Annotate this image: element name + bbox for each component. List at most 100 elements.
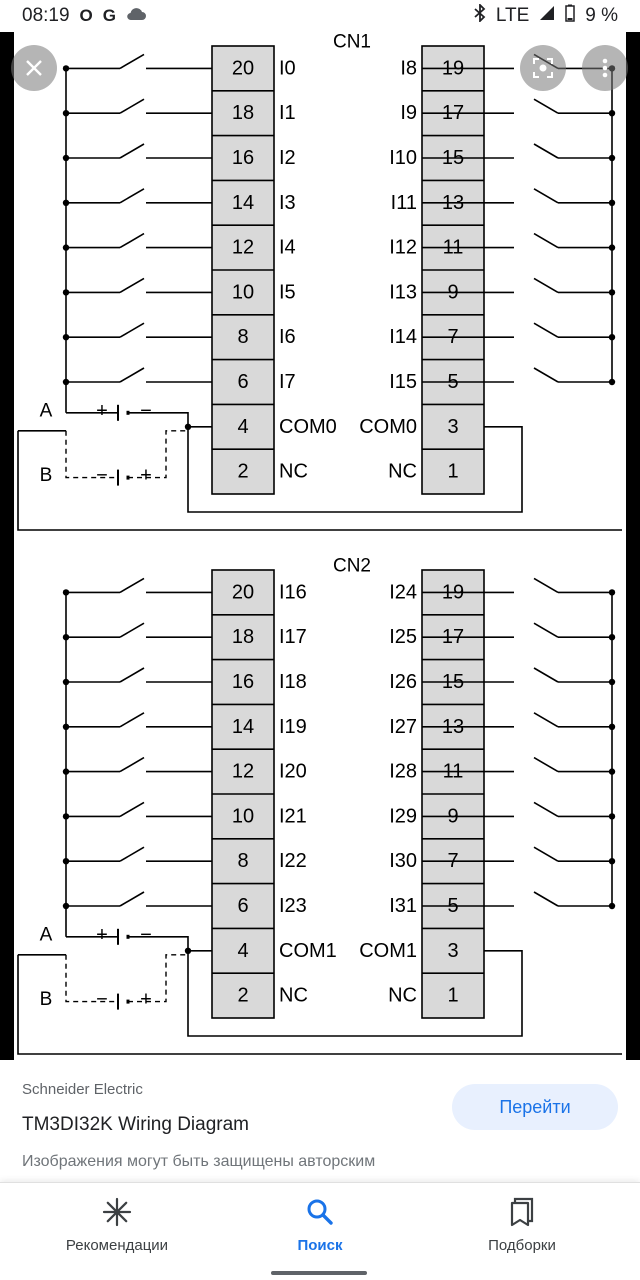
signal-label: I26 [389, 671, 417, 693]
signal-label: I2 [279, 147, 296, 169]
com-link-loop [187, 949, 523, 1037]
pin-number: 6 [237, 371, 248, 393]
more-options-button[interactable] [582, 45, 628, 91]
input-switch-right-blade [533, 891, 559, 907]
input-switch-right-blade [533, 622, 559, 638]
input-switch-left-blade [119, 712, 145, 728]
input-switch-right-blade [533, 667, 559, 683]
google-icon: G [102, 6, 117, 25]
input-switch-right-blade [533, 277, 559, 294]
signal-label: I5 [279, 281, 296, 303]
more-vert-icon [602, 58, 608, 78]
pin-number: 12 [232, 761, 254, 783]
pin-number: 8 [237, 850, 248, 872]
pin-number: 3 [447, 940, 458, 962]
signal-label: I16 [279, 581, 307, 603]
minus-sign: − [96, 989, 108, 1011]
bluetooth-icon [474, 2, 486, 28]
input-switch-left-blade [119, 143, 145, 159]
input-switch-right-blade [533, 367, 559, 383]
pin-number: 6 [237, 895, 248, 917]
input-switch-left-blade [119, 322, 145, 338]
search-icon [306, 1195, 334, 1229]
nav-label-search: Поиск [297, 1237, 343, 1254]
battery-icon [565, 4, 575, 28]
signal-label: I21 [279, 805, 307, 827]
signal-label: NC [388, 985, 417, 1007]
input-switch-left-blade [119, 577, 145, 594]
signal-label: I22 [279, 850, 307, 872]
input-switch-right-blade [533, 322, 559, 338]
home-indicator[interactable] [271, 1271, 367, 1275]
nav-label-collections: Подборки [488, 1237, 556, 1254]
signal-label: I7 [279, 371, 296, 393]
signal-label: I29 [389, 805, 417, 827]
signal-label: I30 [389, 850, 417, 872]
pin-number: 20 [232, 57, 254, 79]
status-left: 08:19 O G [22, 5, 147, 27]
input-switch-right-blade [533, 756, 559, 773]
copyright-caption: Изображения могут быть защищены авторски… [22, 1153, 376, 1170]
signal-label: I27 [389, 716, 417, 738]
input-switch-right-blade [533, 712, 559, 728]
signal-label: I10 [389, 147, 417, 169]
signal-label: I9 [400, 102, 417, 124]
pin-number: 3 [447, 416, 458, 438]
close-button[interactable] [11, 45, 57, 91]
supply-label-a: A [40, 400, 53, 421]
signal-label: I19 [279, 716, 307, 738]
pin-number: 1 [447, 461, 458, 483]
status-right: LTE 9 % [474, 2, 618, 28]
input-switch-left-blade [119, 756, 145, 773]
supply-b-wire [65, 954, 118, 1003]
pin-number: 4 [237, 940, 248, 962]
signal-label: I14 [389, 326, 417, 348]
minus-sign: − [140, 924, 152, 946]
opera-icon: O [79, 6, 93, 25]
pin-number: 12 [232, 237, 254, 259]
supply-b-return [128, 954, 188, 1003]
signal-label: I12 [389, 237, 417, 259]
collections-icon [508, 1195, 536, 1229]
source-site[interactable]: Schneider Electric [22, 1081, 143, 1098]
lens-button[interactable] [520, 45, 566, 91]
signal-label: I24 [389, 581, 417, 603]
nav-item-collections[interactable]: Подборки [437, 1195, 607, 1259]
supply-a-to-com [128, 411, 212, 428]
bottom-nav: Рекомендации Поиск Подборки [0, 1182, 640, 1280]
visit-button[interactable]: Перейти [452, 1084, 618, 1130]
image-title[interactable]: TM3DI32K Wiring Diagram [22, 1114, 249, 1135]
signal-label: I11 [391, 192, 417, 214]
signal-label: I0 [279, 57, 296, 79]
input-switch-right-blade [533, 232, 559, 249]
network-type: LTE [495, 5, 530, 26]
pin-number: 1 [447, 985, 458, 1007]
pin-number: 14 [232, 192, 254, 214]
pin-number: 2 [237, 461, 248, 483]
input-switch-left-blade [119, 277, 145, 294]
input-switch-left-blade [119, 622, 145, 638]
supply-return-loop [17, 954, 622, 1055]
signal-label: I6 [279, 326, 296, 348]
pin-number: 2 [237, 985, 248, 1007]
plus-sign: + [96, 924, 108, 946]
plus-sign: + [140, 465, 152, 487]
cloud-icon [126, 5, 147, 27]
input-switch-left-blade [119, 232, 145, 249]
nav-item-recommendations[interactable]: Рекомендации [32, 1195, 202, 1259]
signal-label: I28 [389, 761, 417, 783]
com-link-loop [187, 425, 523, 513]
signal-label: I23 [279, 895, 307, 917]
nav-item-search[interactable]: Поиск [235, 1195, 405, 1259]
signal-label: COM0 [279, 416, 337, 438]
input-switch-right-blade [533, 98, 559, 114]
input-switch-left-blade [119, 846, 145, 862]
pin-number: 8 [237, 326, 248, 348]
minus-sign: − [96, 465, 108, 487]
input-switch-left-blade [119, 667, 145, 683]
signal-label: I31 [389, 895, 417, 917]
signal-label: NC [388, 461, 417, 483]
signal-label: NC [279, 461, 308, 483]
